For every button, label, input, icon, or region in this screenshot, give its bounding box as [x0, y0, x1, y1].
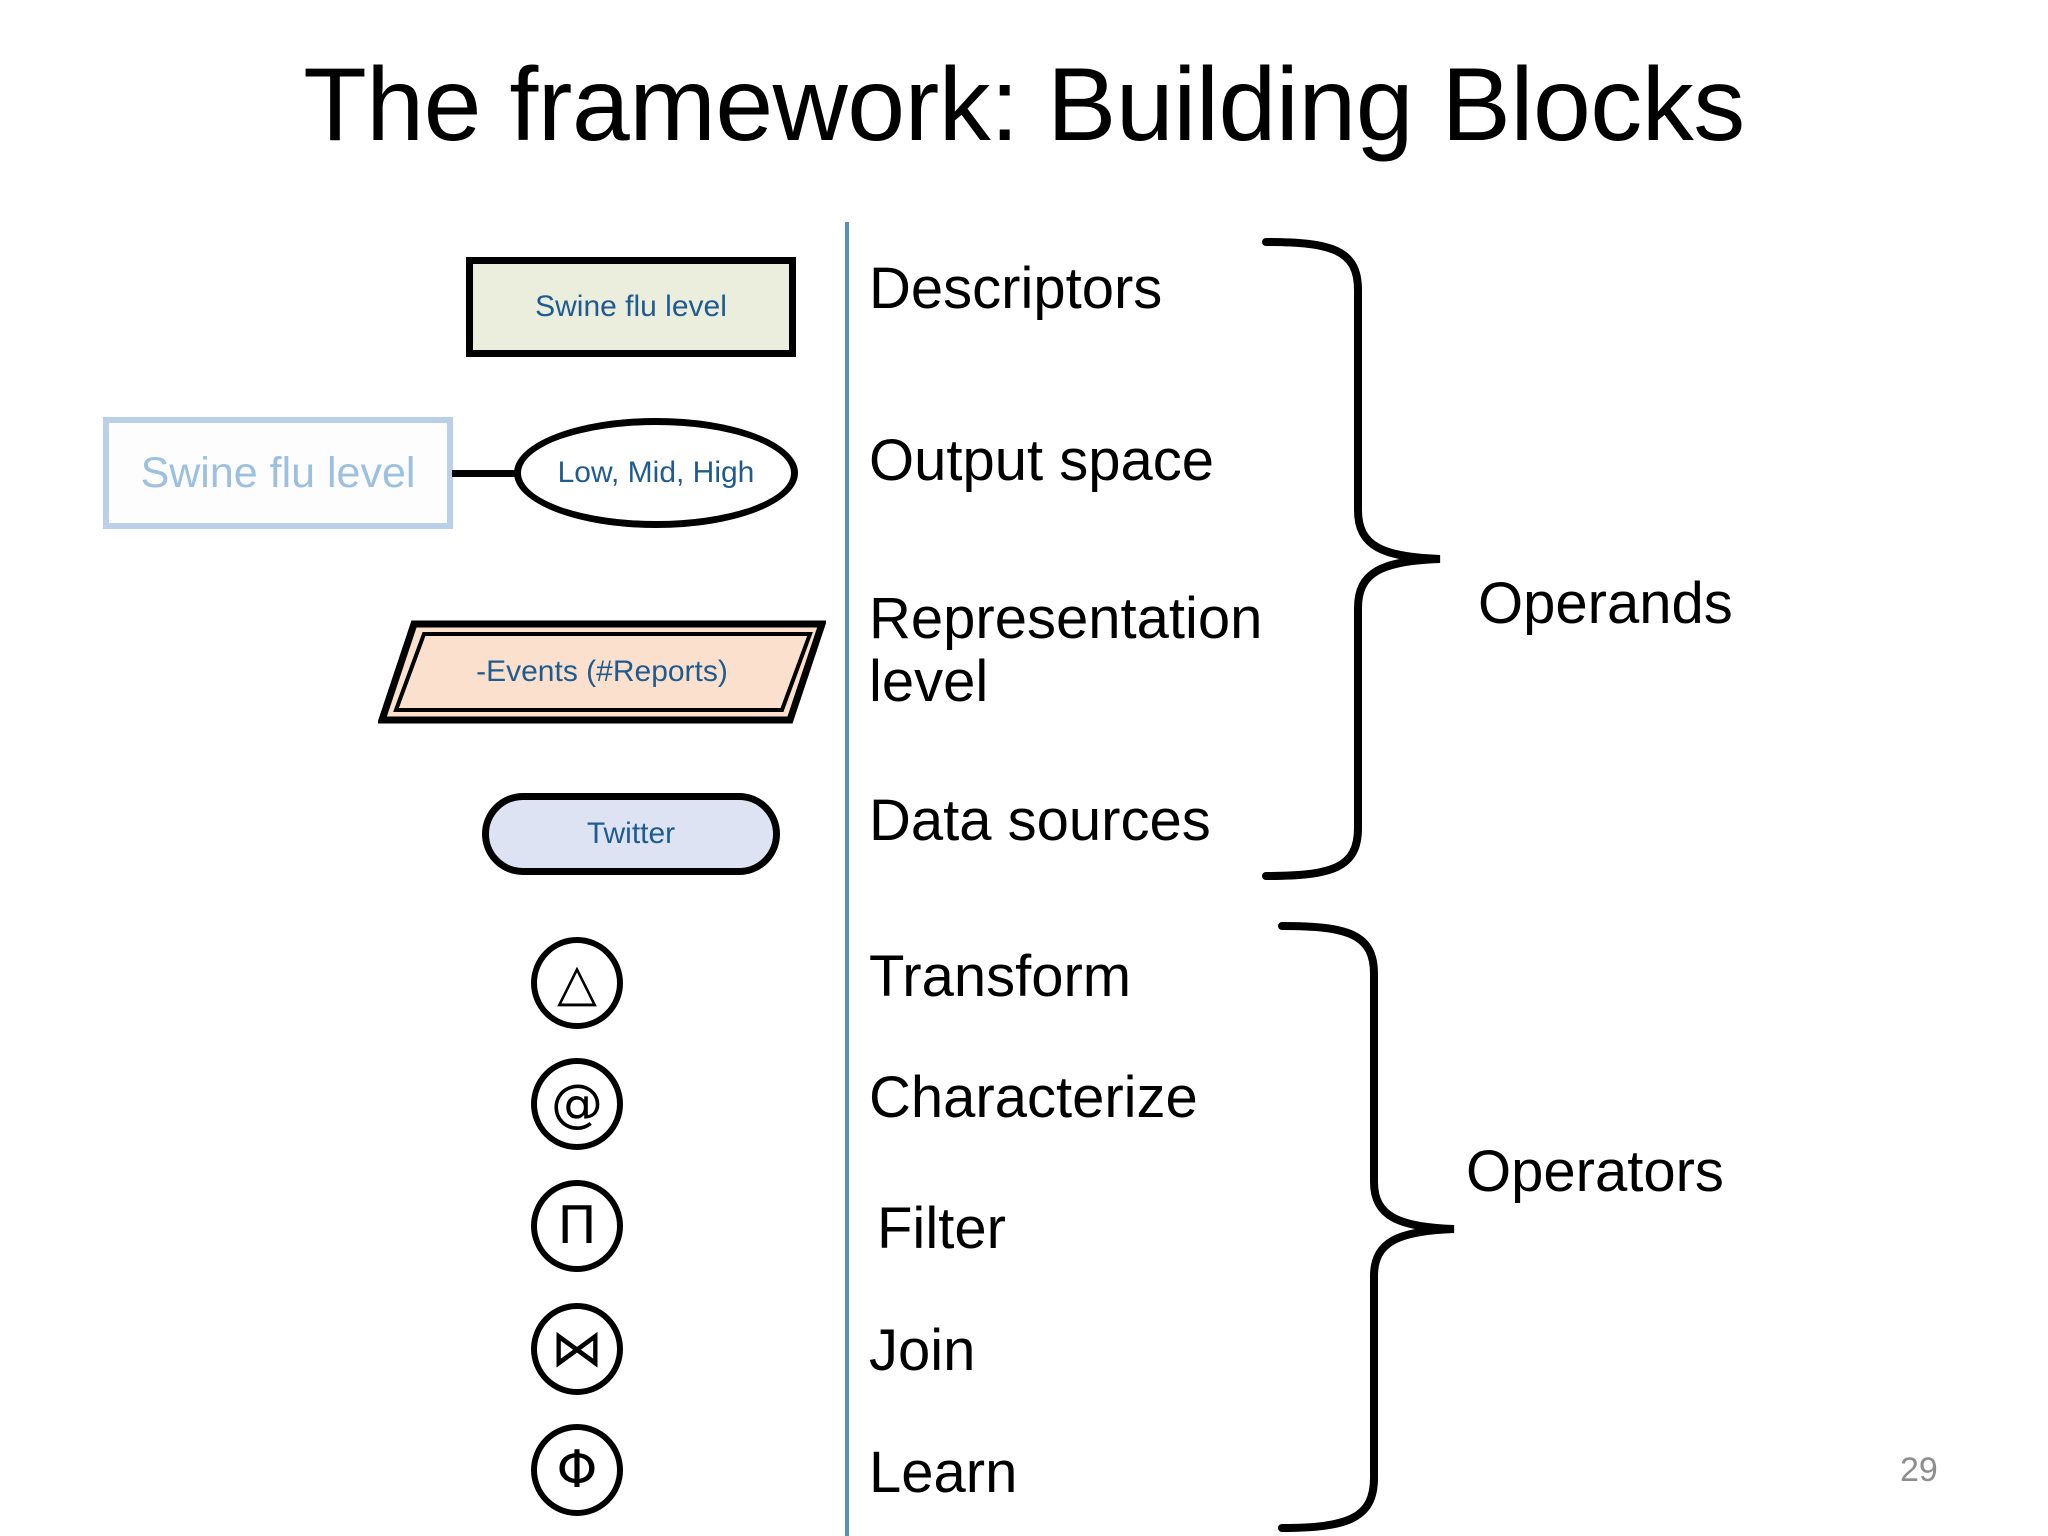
- row-label-filter: Filter: [877, 1196, 1006, 1261]
- row-label-descriptors: Descriptors: [869, 256, 1163, 321]
- row-label-representation-level: Representation level: [869, 586, 1263, 714]
- at-sign-icon: @: [531, 1058, 623, 1150]
- row-label-characterize: Characterize: [869, 1065, 1198, 1130]
- output-space-values-shape: Low, Mid, High: [514, 418, 798, 528]
- group-label-operators: Operators: [1466, 1139, 1724, 1204]
- data-source-shape: Twitter: [482, 793, 780, 875]
- bowtie-join-icon: ⋈: [531, 1303, 623, 1395]
- operands-brace: [1262, 236, 1462, 886]
- row-label-join: Join: [869, 1318, 976, 1383]
- pi-icon: Π: [531, 1180, 623, 1272]
- row-label-data-sources: Data sources: [869, 788, 1211, 853]
- output-space-connector-line: [452, 470, 518, 477]
- output-space-values-label: Low, Mid, High: [557, 456, 755, 490]
- column-divider: [845, 222, 849, 1536]
- row-label-output-space: Output space: [869, 428, 1214, 493]
- descriptor-shape-label: Swine flu level: [535, 290, 727, 324]
- operators-brace: [1278, 920, 1478, 1536]
- page-title: The framework: Building Blocks: [303, 47, 1745, 163]
- triangle-delta-icon: △: [531, 937, 623, 1029]
- descriptor-shape: Swine flu level: [466, 257, 796, 357]
- phi-icon: Φ: [531, 1424, 623, 1516]
- row-label-transform: Transform: [869, 944, 1132, 1009]
- row-label-learn: Learn: [869, 1440, 1018, 1505]
- output-space-shape-label: Swine flu level: [140, 448, 416, 497]
- output-space-shape: Swine flu level: [103, 417, 453, 529]
- page-number: 29: [1900, 1451, 1938, 1489]
- data-source-shape-label: Twitter: [586, 817, 676, 851]
- representation-level-shape: [378, 618, 826, 726]
- group-label-operands: Operands: [1478, 571, 1733, 636]
